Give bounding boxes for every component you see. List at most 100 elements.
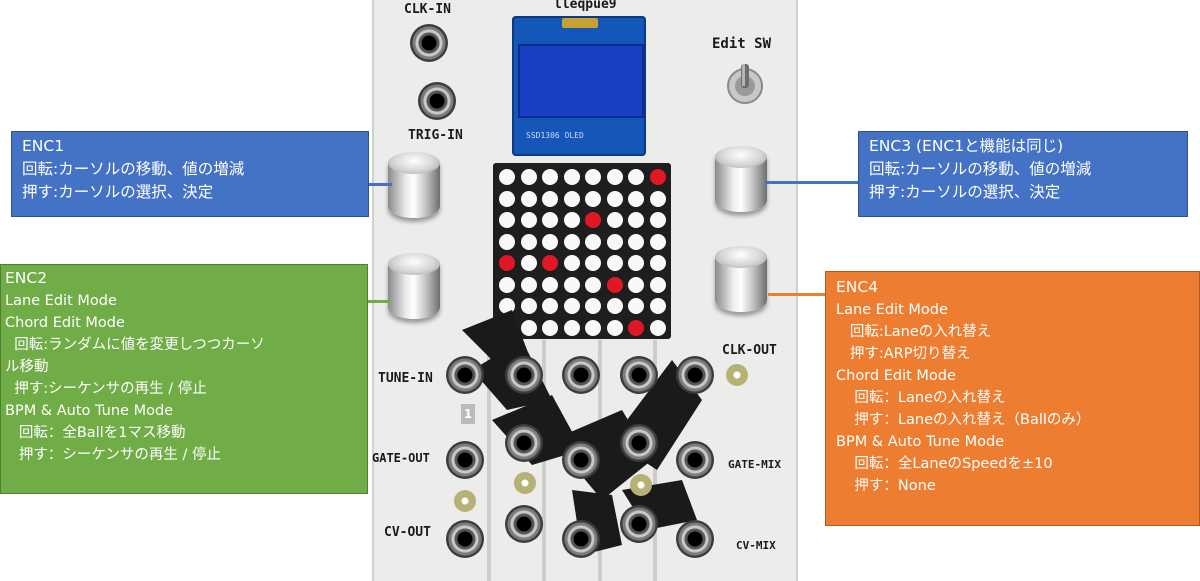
module-title: lleqpue9 — [554, 0, 617, 12]
trig-in-jack[interactable] — [418, 82, 456, 120]
led-dot — [563, 169, 580, 185]
cv-out-label: CV-OUT — [384, 525, 431, 540]
led-dot — [520, 255, 537, 271]
enc3-line: 押す:カーソルの選択、決定 — [869, 183, 1061, 201]
led-dot — [606, 212, 623, 228]
led-dot — [542, 212, 558, 228]
led-dot — [628, 169, 644, 185]
led-dot — [585, 169, 601, 185]
led-dot — [499, 233, 515, 250]
led-dot — [542, 190, 558, 207]
led-dot — [606, 255, 623, 271]
jack[interactable] — [505, 505, 543, 543]
enc3-title: ENC3 (ENC1と機能は同じ) — [869, 137, 1064, 155]
led-dot — [563, 276, 580, 293]
led-dot-lit — [585, 212, 601, 228]
clk-in-jack[interactable] — [410, 24, 448, 62]
enc2-line: 押す:シーケンサの再生 / 停止 — [5, 381, 207, 397]
led-dot — [499, 276, 515, 293]
led-dot — [499, 169, 515, 185]
enc1-title: ENC1 — [22, 137, 65, 155]
enc3-line: 回転:カーソルの移動、値の増減 — [869, 160, 1092, 178]
trig-in-label: TRIG-IN — [408, 128, 463, 143]
led-dot — [520, 212, 537, 228]
led-dot — [563, 212, 580, 228]
jack[interactable] — [562, 520, 600, 558]
led-dot — [628, 276, 644, 293]
led-dot — [628, 212, 644, 228]
led-dot — [585, 276, 601, 293]
led-dot — [563, 190, 580, 207]
enc4-line: 押す：None — [836, 478, 936, 494]
enc4-knob[interactable] — [715, 246, 767, 312]
enc4-line: Chord Edit Mode — [836, 368, 956, 384]
enc2-knob[interactable] — [388, 253, 440, 319]
lane-rail — [487, 340, 491, 581]
led-dot — [649, 233, 666, 250]
led-dot — [649, 319, 666, 336]
enc4-callout: ENC4 Lane Edit Mode 回転:Laneの入れ替え 押す:ARP切… — [825, 271, 1200, 526]
led-dot — [606, 319, 623, 336]
gate-out-jack[interactable] — [446, 441, 484, 479]
led-dot-lit — [499, 255, 515, 271]
tune-in-jack[interactable] — [446, 356, 484, 394]
led-dot — [520, 298, 537, 314]
led-dot — [606, 298, 623, 314]
enc4-line: Lane Edit Mode — [836, 302, 948, 318]
led-dot — [649, 276, 666, 293]
led-dot — [563, 255, 580, 271]
led-matrix — [493, 163, 671, 339]
cv-out-jack[interactable] — [446, 520, 484, 558]
led-dot — [606, 233, 623, 250]
led-dot — [499, 212, 515, 228]
clk-in-label: CLK-IN — [404, 2, 451, 17]
jack[interactable] — [620, 424, 658, 462]
led-dot — [585, 319, 601, 336]
enc3-knob[interactable] — [715, 146, 767, 212]
led-dot — [499, 298, 515, 314]
led-dot — [520, 190, 537, 207]
led-dot — [649, 298, 666, 314]
enc4-line: 回転：Laneの入れ替え — [836, 390, 1006, 406]
enc2-line: 回転：全Ballを1マス移動 — [5, 425, 186, 441]
enc1-callout: ENC1 回転:カーソルの移動、値の増減 押す:カーソルの選択、決定 — [11, 131, 369, 217]
led-dot — [585, 190, 601, 207]
jack[interactable] — [505, 356, 543, 394]
oled-screen — [518, 44, 644, 118]
enc1-knob[interactable] — [388, 152, 440, 218]
led-dot — [542, 276, 558, 293]
led-dot — [606, 190, 623, 207]
cv-mix-jack[interactable] — [676, 520, 714, 558]
enc4-title: ENC4 — [836, 278, 879, 296]
led-dot-lit — [542, 255, 558, 271]
led-dot — [628, 255, 644, 271]
jack[interactable] — [620, 505, 658, 543]
enc4-line: 押す:ARP切り替え — [836, 346, 971, 362]
enc4-line: 押す：Laneの入れ替え（Ballのみ） — [836, 412, 1091, 428]
enc2-line: ル移動 — [5, 359, 49, 375]
led-dot — [520, 276, 537, 293]
clk-out-jack[interactable] — [676, 356, 714, 394]
jack[interactable] — [562, 356, 600, 394]
enc2-title: ENC2 — [5, 269, 48, 287]
led-dot — [585, 298, 601, 314]
enc2-callout: ENC2 Lane Edit Mode Chord Edit Mode 回転:ラ… — [0, 264, 368, 494]
led-dot-lit — [606, 276, 623, 293]
gate-mix-jack[interactable] — [676, 441, 714, 479]
led-dot — [563, 319, 580, 336]
swirl-icon — [726, 364, 748, 386]
oled-board-text: SSD1306 OLED — [526, 131, 584, 140]
jack[interactable] — [620, 356, 658, 394]
eagle-graphic — [462, 310, 702, 555]
led-dot — [649, 255, 666, 271]
enc4-line: BPM & Auto Tune Mode — [836, 434, 1005, 450]
enc2-connector — [366, 300, 390, 303]
led-dot — [649, 212, 666, 228]
jack[interactable] — [505, 424, 543, 462]
enc2-line: 押す：シーケンサの再生 / 停止 — [5, 447, 221, 463]
jack[interactable] — [562, 441, 600, 479]
tune-in-label: TUNE-IN — [378, 371, 433, 386]
led-dot — [606, 169, 623, 185]
led-dot — [563, 233, 580, 250]
edit-toggle-switch[interactable] — [725, 60, 765, 106]
